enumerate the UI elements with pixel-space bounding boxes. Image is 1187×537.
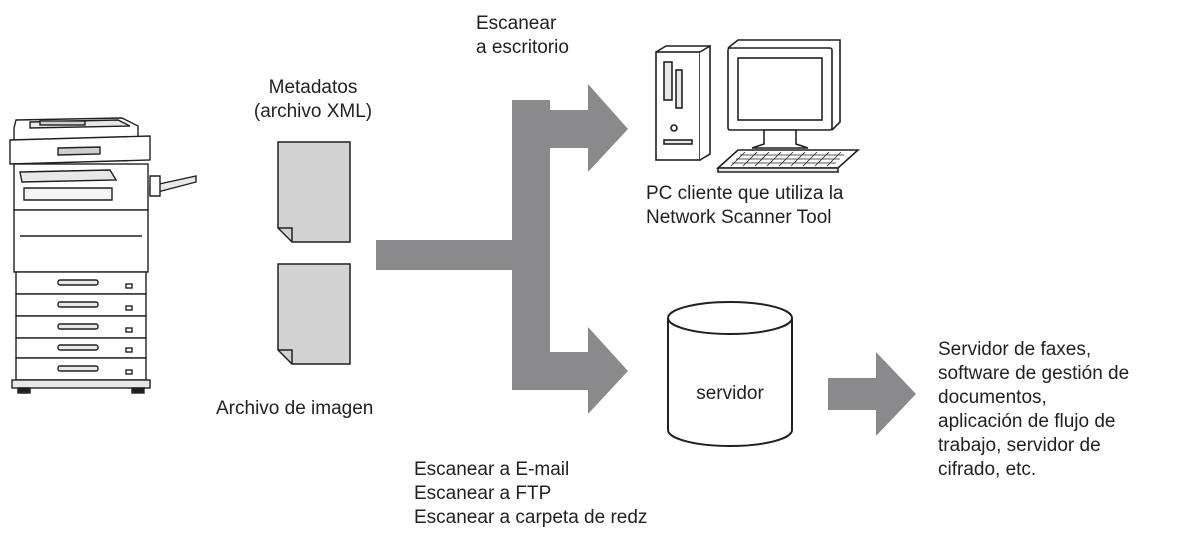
server-label: servidor (696, 383, 764, 404)
keyboard-keys (730, 151, 844, 167)
pc-client-line2: Network Scanner Tool (646, 207, 832, 228)
scan-to-email-label: Escanear a E-mail (414, 459, 570, 480)
scan-to-desktop-line1: Escanear (476, 13, 557, 34)
scan-to-desktop-label: Escanear a escritorio (476, 12, 569, 60)
destinations-line6: cifrado, etc. (938, 459, 1037, 480)
image-file-document-icon (277, 263, 351, 365)
destinations-line1: Servidor de faxes, (938, 339, 1092, 360)
destinations-line4: aplicación de flujo de (938, 411, 1116, 432)
scan-methods-label: Escanear a E-mail Escanear a FTP Escanea… (414, 458, 647, 530)
pc-client-label: PC cliente que utiliza la Network Scanne… (646, 182, 844, 230)
pc-computer-icon (655, 39, 861, 173)
printer-icon (9, 117, 197, 394)
destinations-line3: documentos, (938, 387, 1047, 408)
metadata-label-line2: (archivo XML) (253, 101, 373, 122)
scan-to-desktop-line2: a escritorio (476, 37, 569, 58)
server-cylinder-icon (667, 301, 793, 447)
scan-to-ftp-label: Escanear a FTP (414, 483, 552, 504)
metadata-document-icon (277, 141, 351, 243)
destinations-line5: trabajo, servidor de (938, 435, 1101, 456)
destination-arrow (828, 352, 916, 436)
arrow-head-down (588, 327, 628, 414)
scan-to-folder-label: Escanear a carpeta de redz (414, 507, 648, 528)
destinations-line2: software de gestión de (938, 363, 1130, 384)
branch-arrow-body (376, 100, 590, 390)
image-file-label: Archivo de imagen (216, 398, 374, 419)
metadata-label: Metadatos (archivo XML) (238, 76, 388, 124)
destinations-label: Servidor de faxes, software de gestión d… (938, 338, 1129, 482)
arrow-head-up (588, 84, 628, 172)
pc-client-line1: PC cliente que utiliza la (646, 183, 844, 204)
metadata-label-line1: Metadatos (268, 77, 358, 98)
